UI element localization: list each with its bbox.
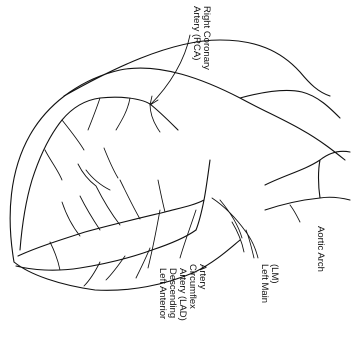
aortic-arch-leader: [290, 205, 300, 222]
label-lad-line1: Left Anterior: [157, 268, 168, 319]
rca-vessel-branch: [45, 98, 160, 180]
label-lad: Left Anterior Descending Artery (LAD): [157, 268, 188, 321]
circumflex-vessel: [18, 200, 204, 256]
label-aortic-arch-line1: Aortic Arch: [315, 226, 326, 272]
rca-leader-arrow: [150, 35, 190, 105]
label-circumflex: Circumflex Artery: [187, 264, 208, 309]
label-rca-line2: Artery (RCA): [191, 6, 202, 60]
heart-outline: [10, 68, 345, 290]
label-left-main-line2: (LM): [269, 264, 280, 284]
label-aortic-arch: Aortic Arch: [315, 226, 326, 272]
lad-leader: [148, 210, 160, 268]
label-lad-line3: Artery (LAD): [177, 268, 188, 321]
label-left-main-line1: Left Main: [259, 264, 270, 303]
aortic-arch-shape: [265, 151, 350, 210]
label-rca: Right Coronary Artery (RCA): [191, 6, 212, 70]
label-lad-line2: Descending: [167, 268, 178, 318]
lad-vessel: [16, 230, 196, 270]
circumflex-leader: [180, 210, 196, 258]
label-left-main: Left Main (LM): [259, 264, 280, 303]
lad-branches: [50, 148, 165, 286]
left-main-vessel: [196, 160, 210, 230]
label-circumflex-line2: Artery: [197, 264, 208, 290]
rca-vessel: [20, 97, 178, 250]
